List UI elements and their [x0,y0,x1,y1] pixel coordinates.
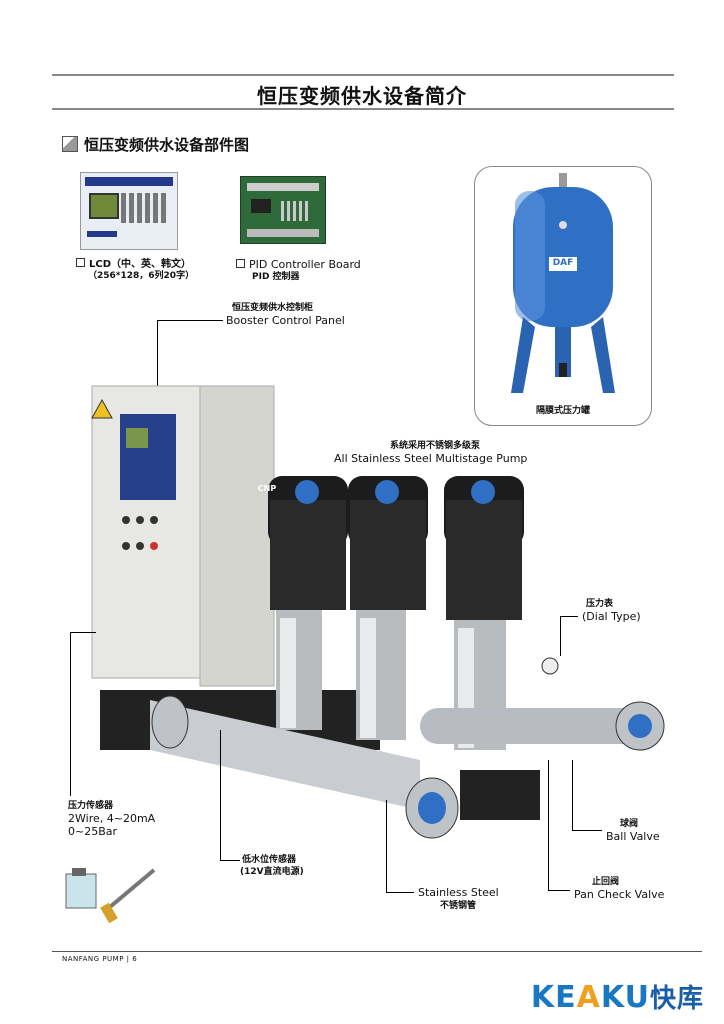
pump-label-cn: 系统采用不锈钢多级泵 [390,441,481,451]
tank-brand: DAF [552,258,574,268]
page-title: 恒压变频供水设备简介 [257,84,467,108]
pump-label: All Stainless Steel Multistage Pump [334,452,528,465]
booster-system-illustration [91,385,665,839]
sensor-spec-1: 2Wire, 4~20mA [68,812,156,825]
pid-label-cn: PID 控制器 [252,272,300,282]
pump-brand: CNP [257,484,277,493]
level-sensor-spec: (12V直流电源) [240,867,304,877]
pid-label: PID Controller Board [236,258,361,271]
pipe-label: Stainless Steel [418,886,499,899]
panel-label-cn: 恒压变频供水控制柜 [232,303,314,313]
lcd-spec: （256*128，6列20字） [88,271,195,281]
lcd-label: LCD（中、英、韩文） [76,258,191,271]
pipe-leader-v [386,800,387,892]
pid-board-image [240,176,326,244]
level-sensor-leader [220,860,240,861]
ball-valve-label: Ball Valve [606,830,660,843]
level-sensor-leader-v [220,730,221,860]
ball-valve-leader-v [572,760,573,830]
gauge-label: (Dial Type) [582,610,641,623]
ball-valve-label-cn: 球阀 [620,819,639,829]
section-title: 恒压变频供水设备部件图 [62,134,249,155]
panel-leader-v [157,320,158,398]
check-valve-label-cn: 止回阀 [592,877,620,887]
gauge-leader-v [560,616,561,656]
level-sensor-label: 低水位传感器 [242,855,297,865]
section-icon [62,136,78,152]
panel-leader [157,320,223,321]
pipe-label-cn: 不锈钢管 [440,901,477,911]
brand-logo: KEAKU快库 [530,980,704,1015]
sensor-label-cn: 压力传感器 [68,801,114,811]
lcd-image [80,172,178,250]
gauge-label-cn: 压力表 [586,599,614,609]
check-valve-leader [548,890,570,891]
footer-rule [52,951,702,952]
pressure-sensor-image [65,868,156,924]
panel-label: Booster Control Panel [226,314,345,327]
ball-valve-leader [572,830,602,831]
tank-label: 隔膜式压力罐 [535,406,590,416]
title-rule [52,108,674,110]
top-rule [52,74,674,76]
footer-text: NANFANG PUMP | 6 [62,955,138,963]
sensor-leader-v [70,632,71,796]
check-valve-label: Pan Check Valve [574,888,665,901]
tank-frame: DAF 隔膜式压力罐 [474,166,652,426]
sensor-spec-2: 0~25Bar [68,825,118,838]
pipe-leader [386,892,414,893]
pressure-tank-illustration [511,173,615,393]
gauge-leader [560,616,578,617]
check-valve-leader-v [548,760,549,890]
sensor-leader [70,632,96,633]
